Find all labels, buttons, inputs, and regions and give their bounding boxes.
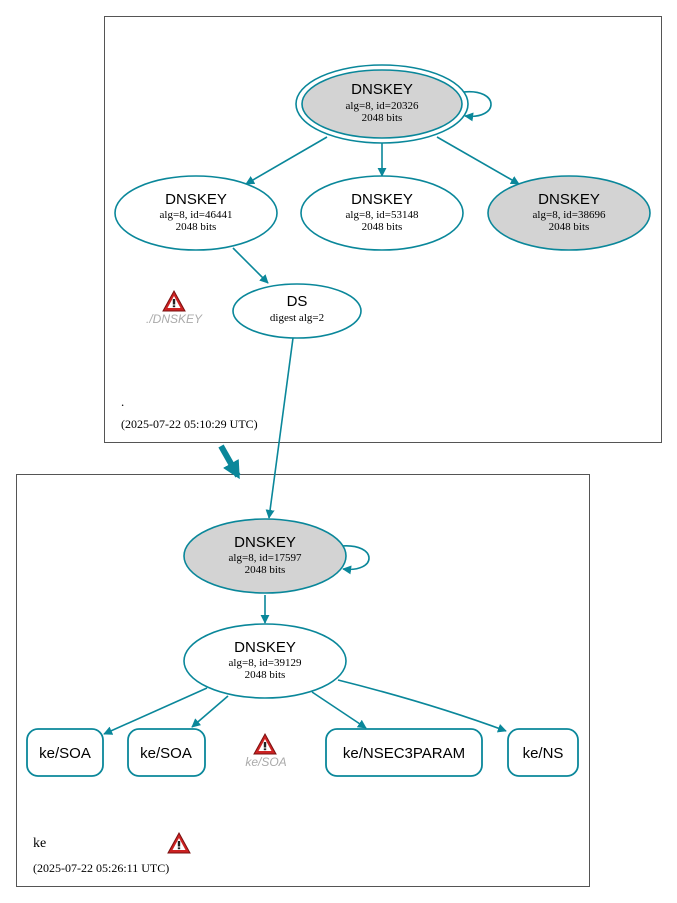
node-ksk-root-inner — [301, 69, 463, 139]
node-ds-detail: digest alg=2 — [270, 312, 324, 324]
rrset-soa-2[interactable]: ke/SOA — [127, 728, 206, 777]
rrset-nsec3param-label: ke/NSEC3PARAM — [343, 745, 465, 762]
node-zsk-46441-shape — [114, 175, 278, 251]
node-zsk-53148-title: DNSKEY — [351, 191, 413, 208]
edge-ds-to-ksk-17597 — [265, 337, 294, 519]
node-ksk-38696[interactable]: DNSKEY alg=8, id=38696 2048 bits — [487, 175, 651, 251]
node-zsk-53148-detail: alg=8, id=53148 — [346, 209, 419, 221]
node-zsk-39129-shape — [183, 623, 347, 699]
node-ds[interactable]: DS digest alg=2 — [232, 283, 362, 339]
node-zsk-39129-title: DNSKEY — [234, 639, 296, 656]
zone-ke-timestamp: (2025-07-22 05:26:11 UTC) — [33, 861, 169, 875]
self-loop-ksk-17597 — [340, 545, 370, 575]
node-zsk-46441-title: DNSKEY — [165, 191, 227, 208]
node-zsk-39129[interactable]: DNSKEY alg=8, id=39129 2048 bits — [183, 623, 347, 699]
node-zsk-53148-bits: 2048 bits — [362, 221, 403, 233]
rrset-ns-label: ke/NS — [523, 745, 564, 762]
rrset-soa-2-box — [127, 728, 206, 777]
self-loop-ksk-root — [462, 90, 492, 122]
delegation-arrow — [218, 444, 241, 480]
node-zsk-46441[interactable]: DNSKEY alg=8, id=46441 2048 bits — [114, 175, 278, 251]
node-zsk-39129-bits: 2048 bits — [245, 669, 286, 681]
zone-ke-soa-warning[interactable]: ke/SOA — [245, 733, 287, 769]
edge-zsk-39129-to-soa1 — [103, 687, 208, 735]
zone-root-warning[interactable]: ./DNSKEY — [146, 290, 203, 326]
node-ksk-38696-shape — [487, 175, 651, 251]
node-ksk-root-title: DNSKEY — [351, 81, 413, 98]
rrset-ns[interactable]: ke/NS — [507, 728, 579, 777]
node-ksk-root[interactable]: DNSKEY alg=8, id=20326 2048 bits — [295, 64, 469, 144]
node-zsk-39129-detail: alg=8, id=39129 — [229, 657, 302, 669]
rrset-nsec3param-box — [325, 728, 483, 777]
node-ksk-root-bits: 2048 bits — [362, 112, 403, 124]
zone-ke-soa-warning-label: ke/SOA — [245, 755, 286, 769]
edges — [103, 90, 520, 735]
edge-ksk-root-to-zsk-46441 — [245, 136, 328, 185]
node-ksk-17597-shape — [183, 518, 347, 594]
rrset-soa-1-box — [26, 728, 104, 777]
node-zsk-46441-bits: 2048 bits — [176, 221, 217, 233]
node-ksk-38696-detail: alg=8, id=38696 — [533, 209, 606, 221]
node-ksk-17597-detail: alg=8, id=17597 — [229, 552, 302, 564]
node-ksk-17597[interactable]: DNSKEY alg=8, id=17597 2048 bits — [183, 518, 347, 594]
rrset-soa-2-label: ke/SOA — [140, 745, 192, 762]
edge-zsk-39129-to-soa2 — [191, 695, 229, 728]
node-zsk-46441-detail: alg=8, id=46441 — [160, 209, 233, 221]
node-zsk-53148[interactable]: DNSKEY alg=8, id=53148 2048 bits — [300, 175, 464, 251]
rrset-soa-1-label: ke/SOA — [39, 745, 91, 762]
zone-ke-name: ke — [33, 836, 46, 851]
node-ksk-17597-bits: 2048 bits — [245, 564, 286, 576]
edge-zsk-46441-to-ds — [232, 247, 269, 284]
zone-root-warning-label: ./DNSKEY — [146, 312, 203, 326]
node-ksk-root-detail: alg=8, id=20326 — [346, 100, 419, 112]
edge-zsk-39129-to-nsec3param — [311, 691, 367, 729]
edge-zsk-39129-to-ns — [337, 679, 507, 733]
rrset-ns-box — [507, 728, 579, 777]
rrset-soa-1[interactable]: ke/SOA — [26, 728, 104, 777]
edge-ksk-root-to-ksk-38696 — [436, 136, 520, 185]
node-ksk-17597-title: DNSKEY — [234, 534, 296, 551]
node-zsk-53148-shape — [300, 175, 464, 251]
zone-root-timestamp: (2025-07-22 05:10:29 UTC) — [121, 417, 258, 431]
node-ds-title: DS — [287, 293, 308, 310]
node-ksk-38696-bits: 2048 bits — [549, 221, 590, 233]
zone-root-name: . — [121, 394, 124, 409]
rrset-nsec3param[interactable]: ke/NSEC3PARAM — [325, 728, 483, 777]
node-ksk-38696-title: DNSKEY — [538, 191, 600, 208]
node-ds-shape — [232, 283, 362, 339]
